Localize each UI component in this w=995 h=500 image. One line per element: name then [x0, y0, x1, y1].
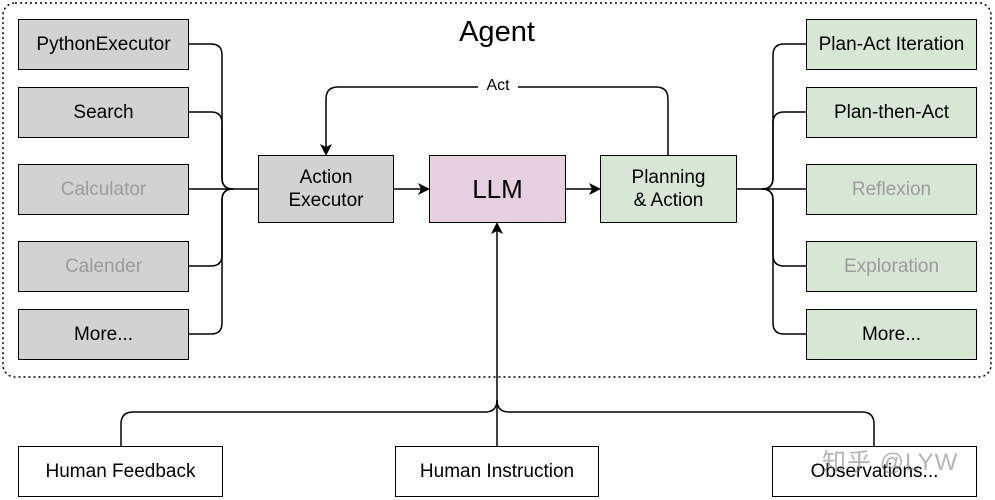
strategy-label: Plan-then-Act: [833, 102, 950, 123]
observations-node: Observations...: [772, 446, 977, 497]
tool-label: Search: [73, 102, 134, 123]
tool-connector-calender: [189, 188, 234, 267]
watermark: 知乎 @LYW: [822, 449, 959, 476]
human-feedback-node: Human Feedback: [18, 446, 223, 497]
input-connector-feedback: [120, 399, 498, 446]
act-loop-arrow: [320, 86, 669, 156]
human-instruction-label: Human Instruction: [419, 461, 575, 482]
tool-calender: Calender: [18, 241, 189, 292]
tool-search: Search: [18, 87, 189, 138]
tool-label: Calender: [64, 256, 143, 277]
strategy-label: Reflexion: [851, 179, 932, 200]
strategy-connector-more: [761, 188, 806, 335]
strategy-plan-then-act: Plan-then-Act: [806, 87, 977, 138]
tool-connector-more: [189, 188, 234, 335]
agent-boundary: [2, 2, 992, 378]
strategy-label: Plan-Act Iteration: [818, 34, 965, 55]
tool-pythonexecutor: PythonExecutor: [18, 19, 189, 70]
llm-label: LLM: [472, 173, 523, 204]
strategy-plan-act-iteration: Plan-Act Iteration: [806, 19, 977, 70]
strategy-label: More...: [861, 324, 922, 345]
strategy-label: Exploration: [843, 256, 940, 277]
act-label: Act: [478, 77, 518, 95]
input-connectors: [120, 222, 875, 446]
tool-connector-pythonexecutor: [189, 43, 234, 190]
strategy-connector-plan-act: [761, 43, 806, 190]
planning-action-label: Planning & Action: [631, 167, 706, 211]
strategy-connectors: [737, 43, 806, 335]
tool-label: Calculator: [60, 179, 147, 200]
observations-label: Observations...: [810, 461, 939, 482]
strategy-connector-plan-then-act: [761, 111, 806, 190]
tool-label: More...: [73, 324, 134, 345]
input-connector-observations: [496, 399, 875, 446]
tool-calculator: Calculator: [18, 164, 189, 215]
agent-title: Agent: [459, 16, 535, 48]
tool-connector-search: [189, 111, 234, 190]
planning-action-node: Planning & Action: [600, 155, 737, 223]
action-executor-label: Action Executor: [288, 167, 364, 211]
tool-more: More...: [18, 309, 189, 360]
action-executor-node: Action Executor: [258, 155, 394, 223]
strategy-more: More...: [806, 309, 977, 360]
llm-node: LLM: [429, 155, 566, 223]
strategy-connector-exploration: [761, 188, 806, 267]
tool-connectors: [189, 43, 258, 335]
tool-label: PythonExecutor: [36, 34, 171, 55]
human-feedback-label: Human Feedback: [45, 461, 196, 482]
strategy-exploration: Exploration: [806, 241, 977, 292]
human-instruction-node: Human Instruction: [395, 446, 599, 497]
strategy-reflexion: Reflexion: [806, 164, 977, 215]
